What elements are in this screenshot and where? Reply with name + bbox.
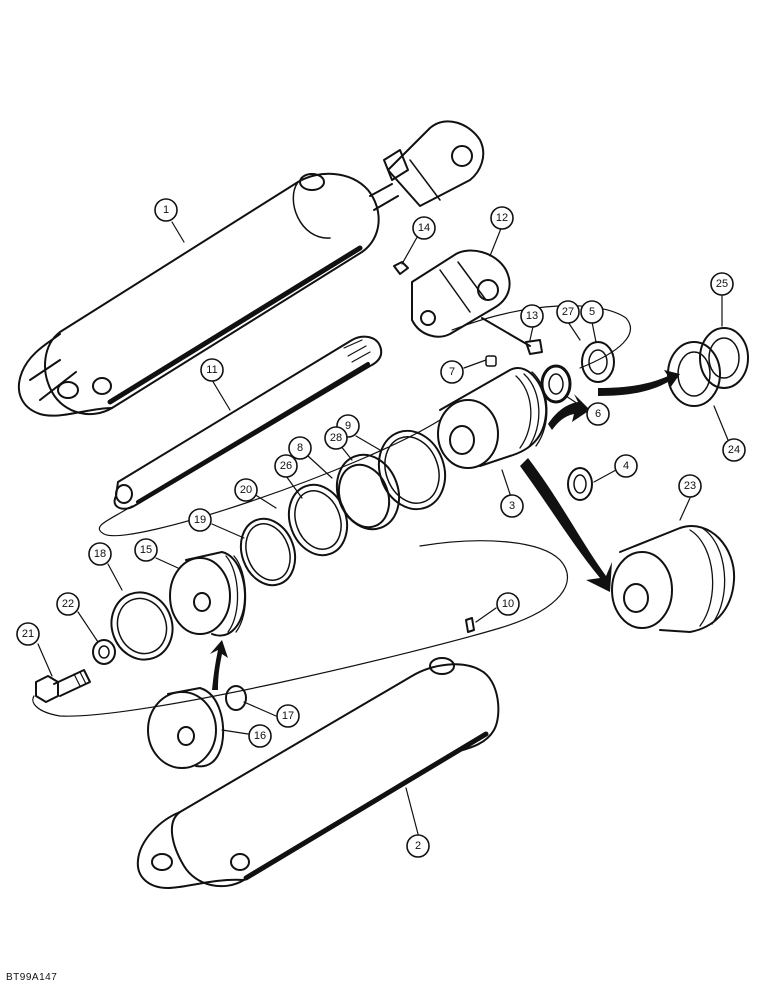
callout-16: 16 (248, 724, 272, 748)
svg-text:23: 23 (684, 480, 696, 492)
callout-12: 12 (490, 206, 514, 230)
svg-text:22: 22 (62, 598, 74, 610)
callout-24: 24 (722, 438, 746, 462)
kit-grouping-loops (32, 305, 632, 717)
callout-23: 23 (678, 474, 702, 498)
svg-text:28: 28 (330, 432, 342, 444)
callout-11: 11 (200, 358, 224, 382)
svg-text:27: 27 (562, 306, 574, 318)
svg-text:11: 11 (206, 364, 217, 376)
piston-part-15 (169, 551, 247, 637)
wear-ring-part-18 (110, 591, 174, 661)
svg-text:10: 10 (502, 598, 514, 610)
callout-19: 19 (188, 508, 212, 532)
callout-10: 10 (496, 592, 520, 616)
callout-4: 4 (614, 454, 638, 478)
svg-text:14: 14 (418, 222, 430, 234)
curved-arrows (210, 370, 680, 690)
callout-18: 18 (88, 542, 112, 566)
callout-25: 25 (710, 272, 734, 296)
callout-22: 22 (56, 592, 80, 616)
o-ring-part-17 (225, 685, 247, 711)
callout-1: 1 (154, 198, 178, 222)
bolt-part-21 (35, 669, 91, 703)
callout-2: 2 (406, 834, 430, 858)
clevis-part-12 (411, 249, 511, 338)
svg-text:5: 5 (589, 306, 595, 318)
fitting-part-10 (465, 617, 475, 633)
ring-part-26 (287, 483, 349, 557)
cylinder-barrel-part-2 (136, 657, 500, 889)
piston-rod-part-11 (113, 335, 383, 510)
svg-text:21: 21 (22, 628, 34, 640)
callout-28: 28 (324, 426, 348, 450)
callout-5: 5 (580, 300, 604, 324)
callout-3: 3 (500, 494, 524, 518)
callout-6: 6 (586, 402, 610, 426)
svg-text:13: 13 (526, 310, 538, 322)
callout-8: 8 (288, 436, 312, 460)
svg-text:1: 1 (163, 204, 169, 216)
callout-17: 17 (276, 704, 300, 728)
svg-text:6: 6 (595, 408, 601, 420)
svg-text:19: 19 (194, 514, 206, 526)
rod-seal-part-5 (581, 341, 615, 383)
svg-text:8: 8 (297, 442, 303, 454)
figure-code: BT99A147 (6, 972, 58, 983)
callout-20: 20 (234, 478, 258, 502)
svg-text:26: 26 (280, 460, 292, 472)
svg-text:9: 9 (345, 420, 351, 432)
callout-21: 21 (16, 622, 40, 646)
seal-rings-parts-24-25 (667, 327, 749, 407)
cylinder-assembly-part-1 (17, 120, 485, 417)
svg-text:24: 24 (728, 444, 740, 456)
callout-14: 14 (412, 216, 436, 240)
svg-text:12: 12 (496, 212, 508, 224)
seal-part-4 (567, 467, 593, 501)
callout-13: 13 (520, 304, 544, 328)
cylinder-head-part-3 (437, 355, 548, 469)
wiper-seal-part-6 (540, 364, 572, 404)
svg-text:7: 7 (449, 366, 455, 378)
leader-lines (37, 221, 729, 835)
bolt-part-13 (481, 317, 543, 355)
svg-text:2: 2 (415, 840, 421, 852)
svg-text:3: 3 (509, 500, 515, 512)
callout-27: 27 (556, 300, 580, 324)
callout-7: 7 (440, 360, 464, 384)
o-ring-part-9 (377, 429, 447, 511)
svg-text:17: 17 (282, 710, 294, 722)
svg-text:25: 25 (716, 278, 728, 290)
washer-part-22 (92, 639, 116, 665)
svg-text:4: 4 (623, 460, 629, 472)
nut-part-14 (393, 261, 409, 275)
svg-text:15: 15 (140, 544, 152, 556)
piston-part-16 (147, 687, 225, 769)
svg-text:18: 18 (94, 548, 106, 560)
o-ring-part-19 (239, 517, 297, 587)
svg-text:16: 16 (254, 730, 266, 742)
head-assembly-part-23 (611, 525, 736, 633)
callout-26: 26 (274, 454, 298, 478)
svg-text:20: 20 (240, 484, 252, 496)
callout-15: 15 (134, 538, 158, 562)
